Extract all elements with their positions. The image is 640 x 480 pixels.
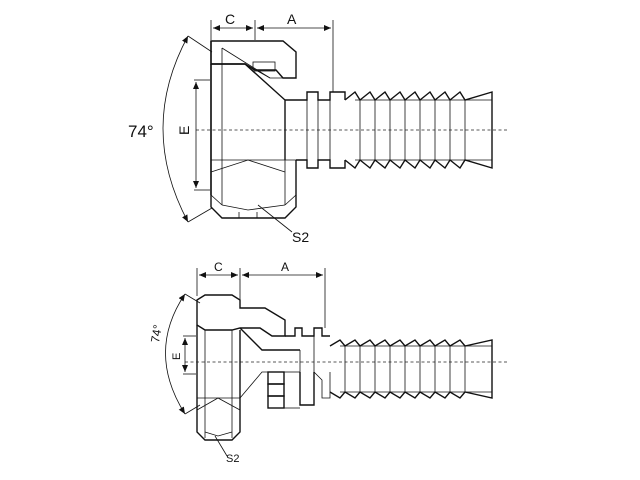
bottom-fitting-view: C A E 74° S2 [148, 260, 508, 465]
top-dimension-lines [210, 20, 334, 92]
bottom-s2-label: S2 [226, 453, 239, 465]
bottom-dim-e-label: E [171, 353, 183, 360]
top-angle-arc [162, 35, 189, 223]
top-fitting-view: C A E 74° S2 [128, 11, 508, 245]
bottom-hex-nut [196, 325, 241, 441]
bottom-stem [285, 327, 331, 406]
top-dim-e-line [193, 79, 210, 191]
top-dim-c-label: C [225, 11, 235, 27]
bottom-angle-arc [165, 293, 186, 415]
top-dim-e-label: E [176, 126, 192, 135]
bottom-dim-e-line [182, 335, 196, 375]
top-angle-label: 74° [128, 122, 154, 141]
top-seat-cone [211, 47, 296, 160]
top-stem [285, 91, 346, 169]
top-s2-label: S2 [292, 229, 309, 245]
top-s2-leader [257, 204, 293, 233]
bottom-angle-label: 74° [148, 323, 165, 343]
bottom-s2-leader [214, 435, 228, 457]
top-dim-a-label: A [287, 11, 297, 27]
bottom-swivel-cone [239, 327, 300, 409]
bottom-dim-c-label: C [214, 260, 223, 274]
bottom-hose-tail [329, 339, 493, 399]
bottom-dimension-lines [196, 268, 326, 328]
bottom-dim-a-label: A [281, 260, 289, 274]
